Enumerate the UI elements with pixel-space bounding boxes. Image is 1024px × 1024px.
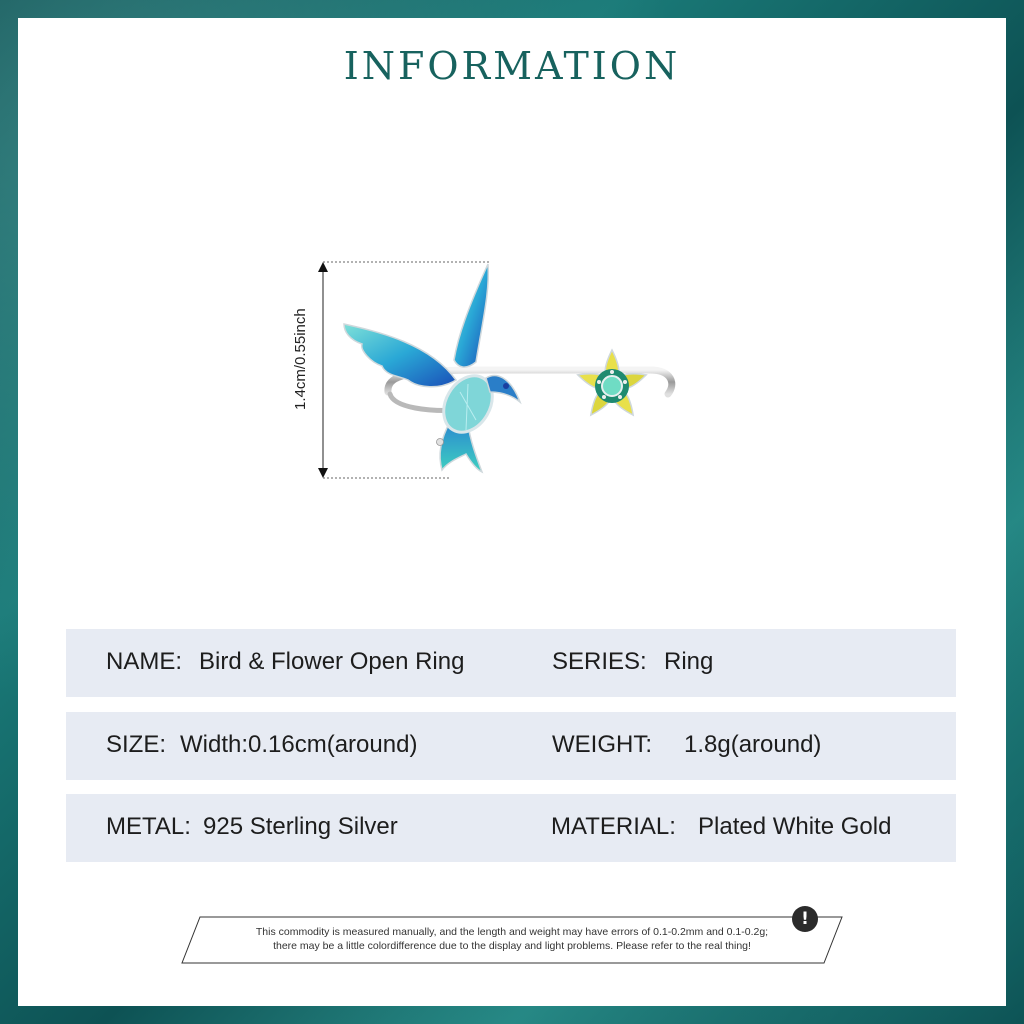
spec-row-name: NAME: Bird & Flower Open Ring SERIES: Ri… (66, 629, 956, 697)
material-value: Plated White Gold (698, 813, 892, 840)
disclaimer-line-1: This commodity is measured manually, and… (255, 926, 769, 938)
flower-charm (576, 348, 648, 417)
bird-body-gem (442, 374, 494, 434)
spec-row-metal: METAL: 925 Sterling Silver MATERIAL: Pla… (66, 794, 956, 862)
name-value: Bird & Flower Open Ring (199, 648, 465, 675)
spec-row-size: SIZE: Width:0.16cm(around) WEIGHT: 1.8g(… (66, 712, 956, 780)
series-value: Ring (664, 648, 714, 675)
disclaimer-line-2: there may be a little colordifference du… (273, 940, 751, 952)
series-label: SERIES: (552, 648, 647, 675)
bird-right-wing (453, 263, 490, 368)
bird-tail (439, 421, 484, 474)
disclaimer-text: This commodity is measured manually, and… (210, 925, 814, 953)
bird-head (485, 374, 522, 405)
weight-value: 1.8g(around) (684, 731, 822, 758)
material-label: MATERIAL: (551, 813, 676, 840)
metal-value: 925 Sterling Silver (203, 813, 398, 840)
bird-left-wing (343, 323, 458, 388)
dimension-label: 1.4cm/0.55inch (292, 308, 309, 410)
exclamation-icon: ! (792, 906, 818, 932)
dimension-guide (318, 261, 490, 479)
metal-label: METAL: (106, 813, 191, 840)
ring-product-image (318, 261, 676, 479)
page-title: INFORMATION (343, 44, 681, 88)
size-label: SIZE: (106, 731, 167, 758)
name-label: NAME: (106, 648, 183, 675)
size-value: Width:0.16cm(around) (180, 731, 418, 758)
disclaimer-frame (181, 916, 843, 964)
weight-label: WEIGHT: (552, 731, 652, 758)
